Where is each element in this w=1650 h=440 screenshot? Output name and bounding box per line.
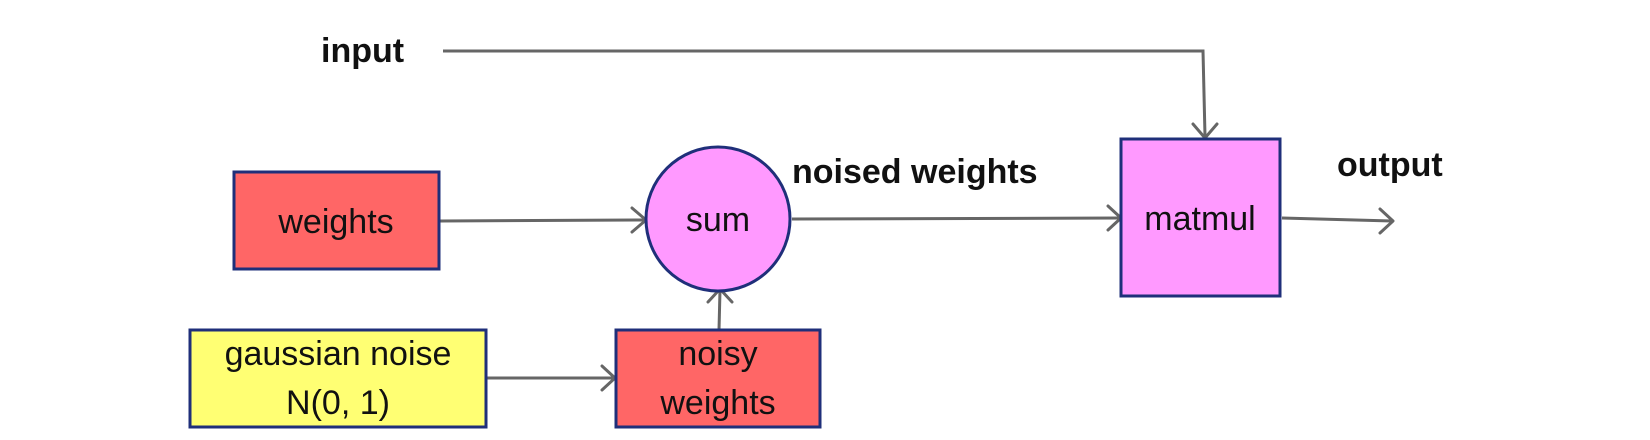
gaussian-noise-label-line2: N(0, 1) xyxy=(286,384,390,422)
noised-weights-label: noised weights xyxy=(792,153,1038,191)
node-noisy-weights: noisy weights xyxy=(614,328,822,429)
noisy-weights-box xyxy=(614,328,822,429)
node-gaussian-noise: gaussian noise N(0, 1) xyxy=(188,328,488,429)
node-weights: weights xyxy=(232,170,441,271)
matmul-box xyxy=(1119,137,1282,298)
edge-matmul-to-output xyxy=(1281,207,1395,235)
edge-gaussian-to-noisy xyxy=(487,364,617,392)
matmul-label: matmul xyxy=(1144,200,1255,238)
output-label: output xyxy=(1337,146,1443,184)
weights-box xyxy=(232,170,441,271)
node-sum: sum xyxy=(644,145,792,293)
gaussian-noise-box xyxy=(188,328,488,429)
edge-noisy-to-sum xyxy=(706,287,734,331)
gaussian-noise-label-line1: gaussian noise xyxy=(225,335,452,373)
edge-weights-to-sum xyxy=(439,206,648,234)
sum-circle xyxy=(644,145,792,293)
edge-input-to-matmul xyxy=(443,49,1219,140)
weights-label: weights xyxy=(277,203,393,241)
edge-sum-to-matmul xyxy=(791,204,1123,232)
noisy-weights-label-line1: noisy xyxy=(678,335,757,373)
sum-label: sum xyxy=(686,201,750,239)
input-label: input xyxy=(321,32,404,70)
node-matmul: matmul xyxy=(1119,137,1282,298)
noisy-weights-label-line2: weights xyxy=(659,384,775,422)
